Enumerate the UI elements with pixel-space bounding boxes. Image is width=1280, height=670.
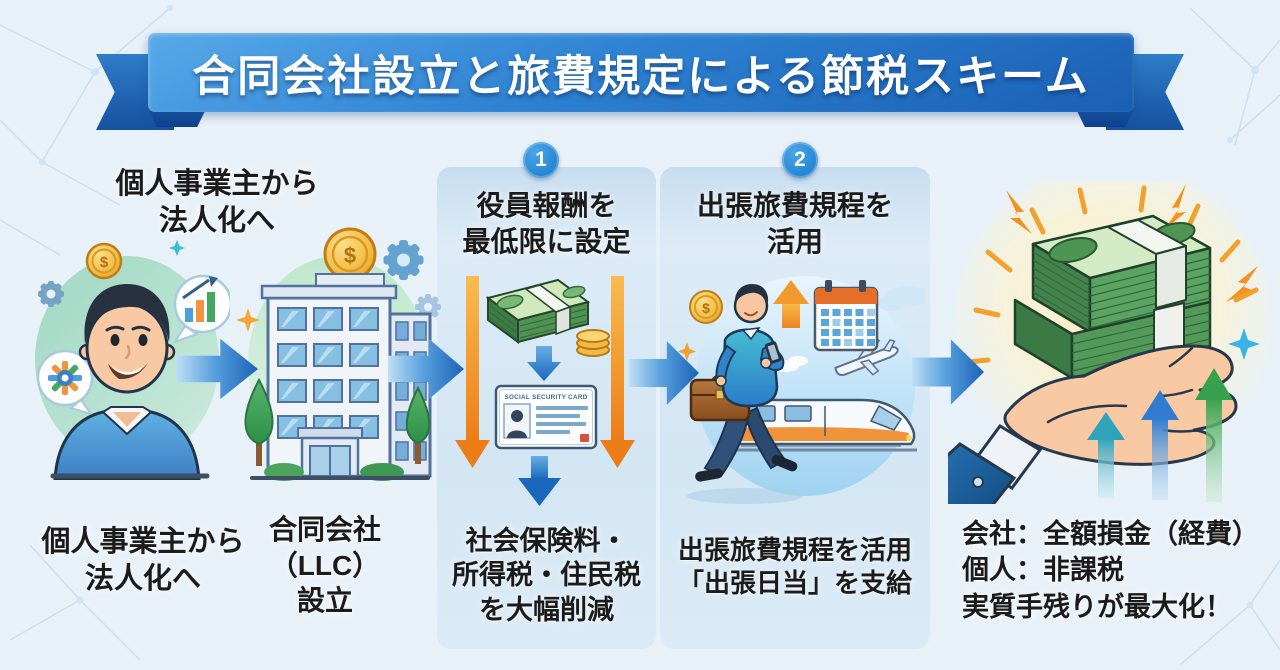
smartphone-icon [764, 341, 782, 364]
step2-badge: 2 [782, 142, 818, 178]
sparkle-icon [169, 240, 185, 256]
gear-icon [38, 281, 64, 307]
sparkle-icon [678, 342, 696, 361]
growth-arrows-icon [1087, 368, 1233, 502]
coins-icon [576, 329, 610, 357]
down-arrow-icon [527, 346, 561, 381]
down-arrow-icon [518, 456, 561, 506]
page-title: 合同会社設立と旅費規定による節税スキーム [192, 52, 1090, 101]
llc-building-illustration: $ [236, 227, 441, 481]
step1-caption: 社会保険料・ 所得税・住民税 を大幅削減 [452, 526, 641, 625]
coin-icon: $ [689, 290, 723, 324]
step2-heading: 出張旅費規程を 活用 [696, 190, 893, 257]
step2-caption: 出張旅費規程を活用 「出張日当」を支給 [677, 535, 912, 599]
sparkle-icon [236, 308, 260, 332]
stage1-bottom-label: 個人事業主から 法人化へ [41, 526, 245, 595]
sparkle-icon [1228, 328, 1260, 360]
reduction-down-arrow-icon [455, 276, 490, 468]
tree-icon [244, 377, 431, 466]
social-security-card: SOCIAL SECURITY CARD [494, 384, 598, 450]
step1-badge: 1 [523, 142, 559, 178]
ribbon-fold-left [149, 111, 205, 127]
step1-heading: 役員報酬を 最低限に設定 [462, 190, 631, 257]
step1-illustration: SOCIAL SECURITY CARD [455, 276, 635, 506]
stage1-top-label: 個人事業主から 法人化へ [115, 168, 319, 237]
title-ribbon: 合同会社設立と旅費規定による節税スキーム [148, 33, 1134, 112]
result-caption: 会社：全額損金（経費） 個人：非課税 実質手残りが最大化！ [962, 519, 1259, 622]
stage2-bottom-label: 合同会社 （LLC） 設立 [268, 514, 381, 617]
svg-text:SOCIAL SECURITY CARD: SOCIAL SECURITY CARD [504, 394, 587, 401]
result-illustration [948, 182, 1271, 504]
ribbon-fold-right [1077, 111, 1133, 127]
train-icon [727, 398, 917, 452]
calendar-icon [813, 280, 879, 352]
rays-icon [965, 185, 1259, 365]
money-stack-icon [485, 278, 591, 344]
svg-text:$: $ [344, 243, 356, 268]
business-owner-illustration: $ [35, 240, 230, 480]
office-building [260, 273, 432, 478]
business-owner [53, 284, 201, 480]
businessman-walking [687, 284, 803, 504]
reduction-down-arrow-icon [600, 276, 635, 468]
svg-text:$: $ [100, 254, 109, 271]
bar-chart-bubble-icon [172, 274, 230, 344]
open-hand-icon [948, 344, 1238, 504]
up-arrow-icon [773, 280, 809, 328]
coin-icon: $ [85, 242, 123, 280]
gear-icon [383, 240, 424, 280]
gear-bubble-icon [36, 349, 94, 416]
svg-text:$: $ [702, 300, 710, 316]
step2-illustration: $ [678, 276, 925, 504]
lightning-icon [1006, 184, 1258, 302]
